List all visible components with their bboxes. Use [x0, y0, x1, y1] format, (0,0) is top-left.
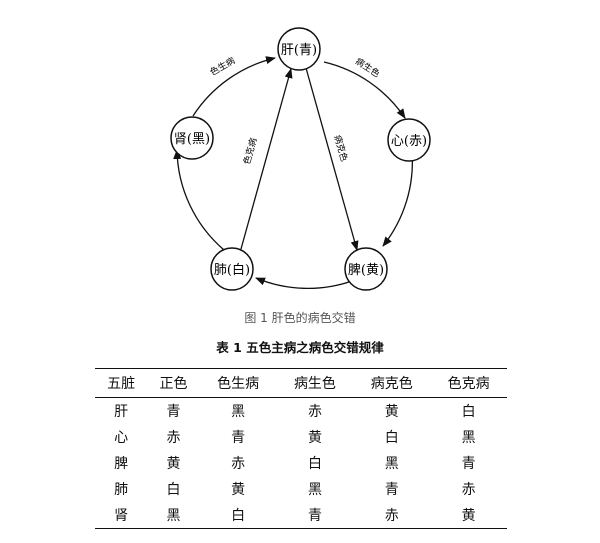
- table-cell: 黑: [307, 482, 322, 498]
- table-cell: 赤: [231, 456, 246, 472]
- table-cell: 白: [166, 482, 181, 498]
- table-row: 脾 黄 赤 白 黑 青: [95, 450, 507, 476]
- table-cell: 白: [307, 456, 322, 472]
- table-cell: 黄: [231, 482, 246, 498]
- node-fei: 肺(白): [210, 247, 254, 291]
- table-cell: 白: [199, 502, 277, 529]
- node-shen-label: 肾(黑): [174, 132, 210, 147]
- five-organ-color-diagram: 色生病 病生色 色克病 病克色 肝(青) 心(赤) 脾(黄) 肺(白) 肾(黑): [170, 27, 431, 291]
- header-cell: 色生病: [199, 368, 277, 398]
- table-cell: 赤: [353, 502, 431, 529]
- chord-gan-to-pi: [305, 67, 359, 251]
- arc-gan-to-xin: [323, 61, 406, 119]
- table-cell: 肝: [114, 404, 129, 420]
- table-cell: 白: [461, 404, 476, 420]
- arc-shen-to-gan: [192, 56, 276, 117]
- table-cell: 黑: [231, 404, 246, 420]
- table-cell: 赤: [461, 482, 476, 498]
- arc-label-shen-gan: 色生病: [208, 54, 237, 78]
- table-cell: 肾: [95, 502, 148, 529]
- table-cell: 黑: [384, 456, 399, 472]
- node-pi: 脾(黄): [344, 247, 388, 291]
- node-gan-label: 肝(青): [281, 43, 317, 58]
- table-cell: 黑: [147, 502, 200, 529]
- header-cell: 色克病: [430, 368, 507, 398]
- arc-fei-to-shen: [173, 149, 225, 251]
- header-cell: 病克色: [353, 368, 431, 398]
- chord-label-fei-gan: 色克病: [241, 137, 260, 166]
- table-cell: 青: [461, 456, 476, 472]
- table-cell: 黄: [166, 456, 181, 472]
- node-xin-label: 心(赤): [391, 134, 427, 149]
- table-cell: 赤: [166, 430, 181, 446]
- node-xin: 心(赤): [387, 118, 431, 162]
- table-cell: 黑: [461, 430, 476, 446]
- rules-table: 五脏 正色 色生病 病生色 病克色 色克病 肝 青 黑 赤 黄 白 心 赤 青 …: [95, 368, 507, 529]
- table-cell: 黄: [307, 430, 322, 446]
- node-pi-label: 脾(黄): [348, 263, 384, 278]
- table-cell: 肺: [114, 482, 129, 498]
- figure-caption: 图 1 肝色的病色交错: [244, 311, 356, 325]
- header-cell: 正色: [147, 368, 200, 398]
- arc-pi-to-fei: [255, 277, 353, 290]
- table-row: 肺 白 黄 黑 青 赤: [95, 476, 507, 502]
- table-cell: 黄: [384, 404, 399, 420]
- table-cell: 心: [114, 430, 129, 446]
- table-cell: 青: [231, 430, 246, 446]
- node-gan: 肝(青): [277, 27, 321, 71]
- table-cell: 白: [384, 430, 399, 446]
- table-header-row: 五脏 正色 色生病 病生色 病克色 色克病: [95, 368, 507, 398]
- table-caption: 表 1 五色主病之病色交错规律: [216, 340, 384, 355]
- header-cell: 病生色: [276, 368, 354, 398]
- arc-label-gan-xin: 病生色: [353, 55, 382, 80]
- table-cell: 青: [276, 502, 354, 529]
- table-cell: 黄: [430, 502, 507, 529]
- arc-xin-to-pi: [382, 151, 414, 247]
- node-shen: 肾(黑): [170, 116, 214, 160]
- table-cell: 青: [166, 404, 181, 420]
- table-cell: 青: [384, 482, 399, 498]
- table-row: 肾 黑 白 青 赤 黄: [95, 502, 507, 529]
- header-cell: 五脏: [95, 368, 148, 398]
- node-fei-label: 肺(白): [214, 262, 250, 278]
- table-cell: 赤: [307, 404, 322, 420]
- table-cell: 脾: [114, 456, 129, 472]
- chord-label-gan-pi: 病克色: [331, 134, 350, 163]
- chord-fei-to-gan: [240, 68, 293, 250]
- table-row: 心 赤 青 黄 白 黑: [95, 424, 507, 450]
- table-row: 肝 青 黑 赤 黄 白: [95, 398, 507, 425]
